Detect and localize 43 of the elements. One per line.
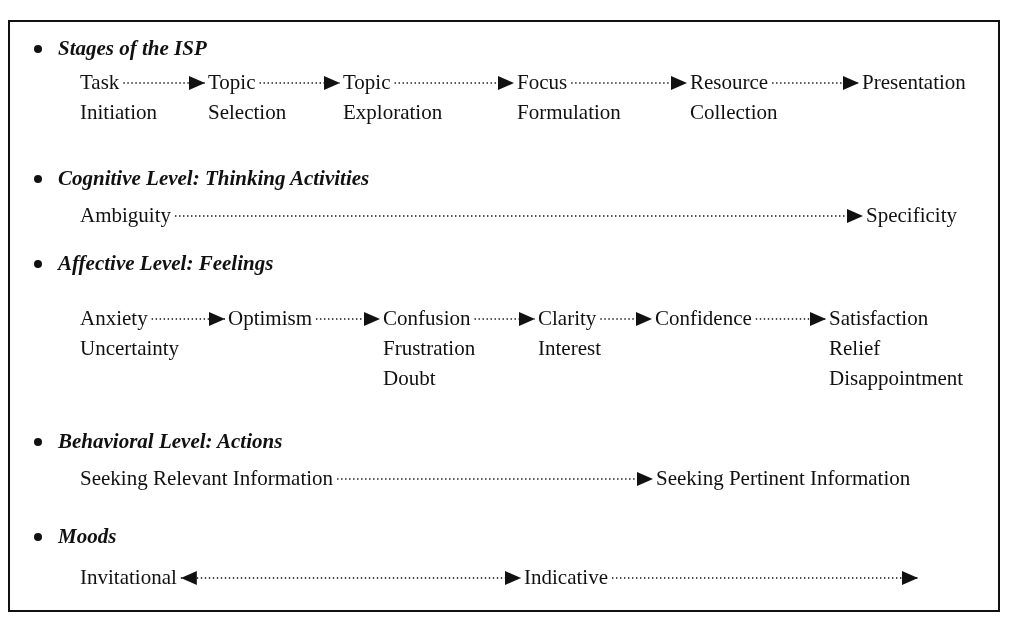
dotted-arrow — [570, 76, 688, 90]
stage-text: Disappointment — [829, 365, 964, 392]
dotted-arrow — [150, 312, 226, 326]
dotted-arrow — [258, 76, 341, 90]
stage-text: Optimism — [228, 305, 312, 332]
stage-text: Topic Exploration — [343, 69, 443, 126]
stage-text: Resource Collection — [690, 69, 778, 126]
dotted-arrow — [180, 571, 522, 585]
dotted-arrow — [599, 312, 653, 326]
stage-text: Clarity — [538, 305, 598, 332]
section-heading: Cognitive Level: Thinking Activities — [58, 165, 370, 192]
section-heading: Behavioral Level: Actions — [58, 428, 283, 455]
stage-text: Anxiety — [80, 305, 149, 332]
stage-text: Satisfaction — [829, 305, 930, 332]
stage-text: Presentation — [862, 69, 966, 96]
stage-text: Specificity — [866, 202, 957, 229]
stage-text: Interest — [538, 335, 601, 362]
stage-text: Seeking Pertinent Information — [656, 465, 911, 492]
stage-text: Confusion — [383, 305, 472, 332]
dotted-arrow — [611, 571, 919, 585]
dotted-arrow — [771, 76, 860, 90]
section-heading: Moods — [58, 523, 117, 550]
dotted-arrow — [336, 472, 654, 486]
dotted-arrow — [393, 76, 515, 90]
dotted-arrow — [122, 76, 206, 90]
dotted-arrow — [755, 312, 827, 326]
section-heading: Stages of the ISP — [58, 35, 207, 62]
stage-text: Uncertainty — [80, 335, 180, 362]
stage-text: Indicative — [524, 564, 608, 591]
stage-text: Relief — [829, 335, 882, 362]
stage-text: Focus Formulation — [517, 69, 621, 126]
dotted-arrow — [473, 312, 536, 326]
stage-text: Task Initiation — [80, 69, 157, 126]
stage-text: Topic Selection — [208, 69, 287, 126]
section-heading: Affective Level: Feelings — [58, 250, 274, 277]
dotted-arrow — [174, 209, 864, 223]
stage-text: Invitational — [80, 564, 177, 591]
stage-text: Frustration — [383, 335, 476, 362]
dotted-arrow — [315, 312, 381, 326]
stage-text: Ambiguity — [80, 202, 171, 229]
stage-text: Confidence — [655, 305, 752, 332]
stage-text: Seeking Relevant Information — [80, 465, 334, 492]
stage-text: Doubt — [383, 365, 437, 392]
